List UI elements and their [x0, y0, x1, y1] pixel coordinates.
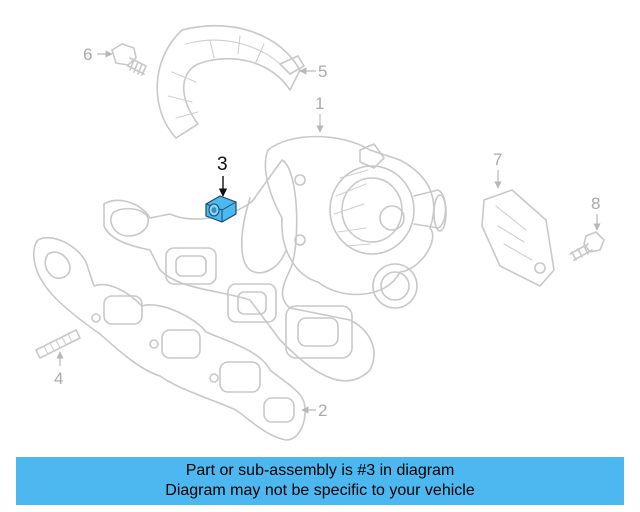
gasket-part-2: [32, 237, 306, 441]
callout-2: 2: [318, 401, 327, 420]
banner-line-disclaimer: Diagram may not be specific to your vehi…: [165, 482, 475, 499]
callout-7: 7: [493, 150, 502, 169]
callout-4: 4: [54, 369, 63, 388]
info-banner: Part or sub-assembly is #3 in diagram Di…: [16, 457, 624, 505]
parts-diagram: 6 5 1: [32, 25, 605, 441]
callout-1: 1: [315, 94, 324, 113]
turbocharger-part-1: [264, 135, 447, 309]
callout-5: 5: [318, 62, 327, 81]
bolt-part-8: [569, 231, 605, 261]
callout-6: 6: [83, 45, 92, 64]
heat-shield-part-5: [156, 25, 305, 139]
bracket-part-7: [481, 189, 555, 287]
bolt-part-6: [111, 43, 147, 76]
exhaust-manifold: [103, 159, 375, 382]
banner-line-part: Part or sub-assembly is #3 in diagram: [185, 462, 455, 479]
nut-part-3-highlighted[interactable]: [205, 195, 237, 223]
stud-part-4: [35, 329, 81, 359]
callout-3: 3: [217, 154, 228, 175]
callout-8: 8: [591, 194, 600, 213]
